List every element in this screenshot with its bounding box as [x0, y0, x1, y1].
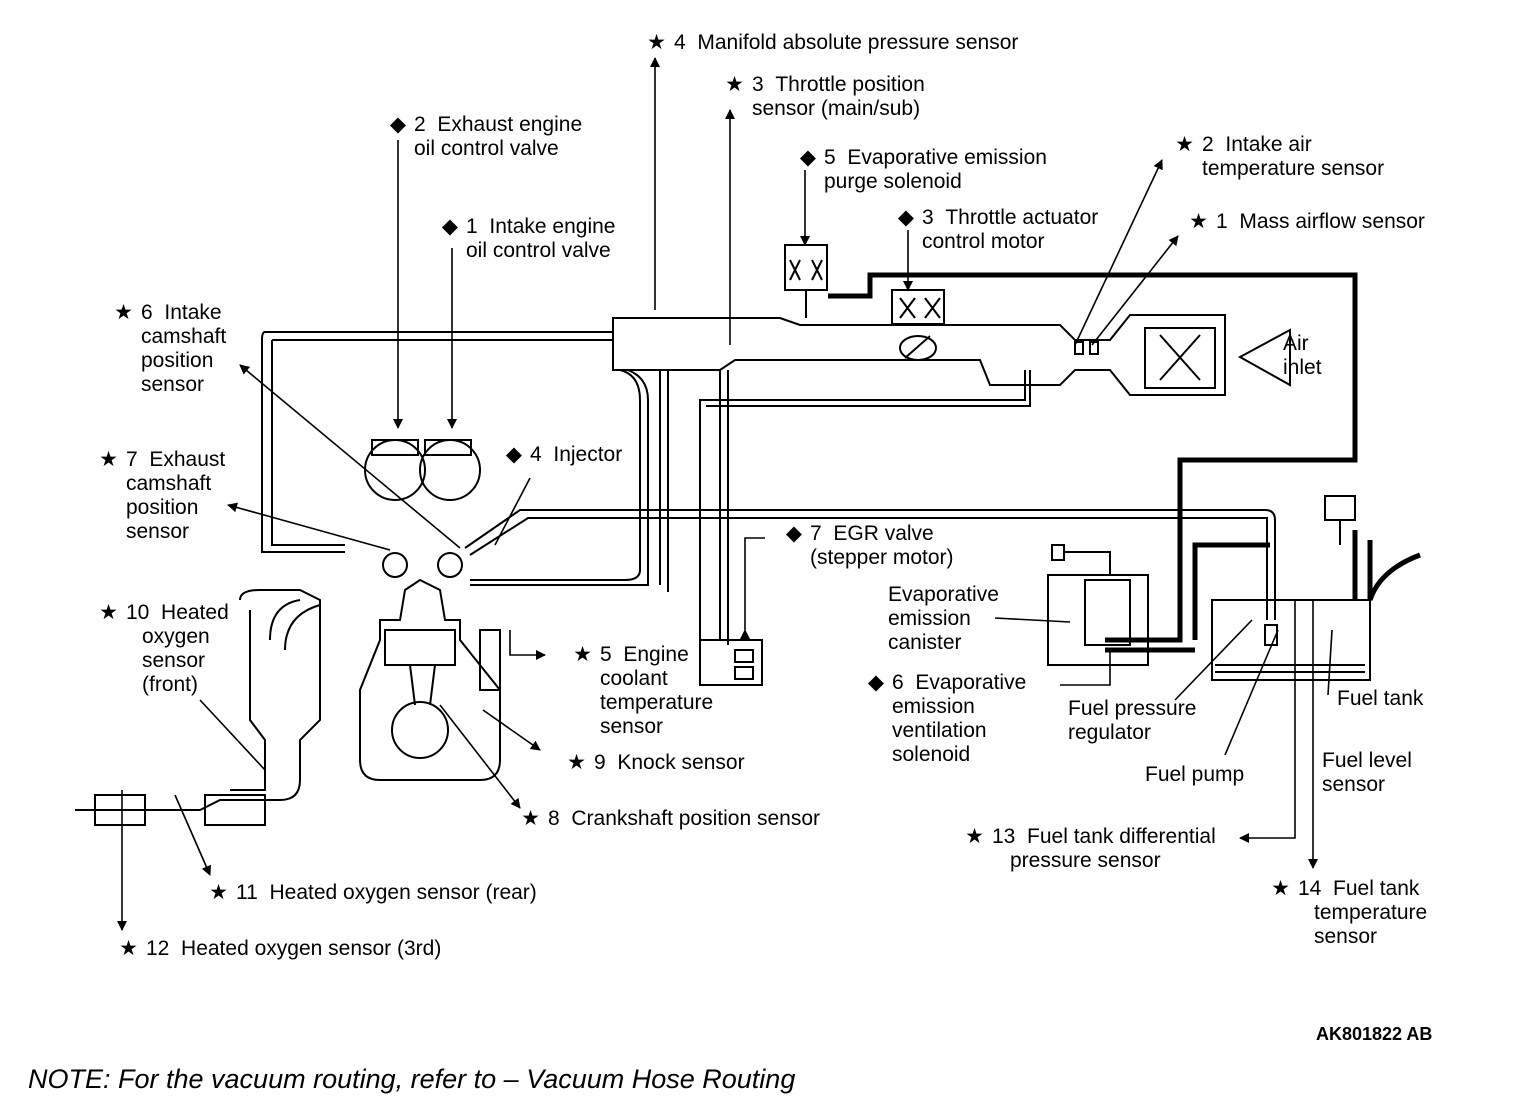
label-heated-oxygen-sensor-front: ★10 Heated oxygen sensor (front): [99, 601, 229, 696]
label-throttle-actuator-control-motor: ◆3 Throttle actuator control motor: [897, 206, 1099, 253]
canister: [1047, 544, 1149, 666]
label-fuel-tank: Fuel tank: [1337, 687, 1424, 710]
figure-code: AK801822 AB: [1316, 1024, 1433, 1044]
label-heated-oxygen-sensor-rear: ★11 Heated oxygen sensor (rear): [209, 881, 537, 904]
engine: [359, 439, 501, 781]
vacuum-routing-note: NOTE: For the vacuum routing, refer to –…: [28, 1064, 796, 1094]
label-fuel-tank-temperature-sensor: ★14 Fuel tank temperature sensor: [1271, 877, 1428, 948]
label-injector: ◆4 Injector: [505, 443, 623, 466]
label-air-inlet: Air inlet: [1283, 332, 1322, 379]
intake-manifold: [261, 314, 1226, 645]
egr-valve: [699, 639, 763, 686]
label-fuel-pressure-regulator: Fuel pressure regulator: [1068, 697, 1197, 744]
throttle-body: [891, 289, 945, 361]
label-engine-coolant-temperature-sensor: ★5 Engine coolant temperature sensor: [573, 643, 714, 738]
label-evaporative-emission-canister: Evaporative emission canister: [888, 583, 999, 654]
evap-hoses: [828, 272, 1421, 653]
label-fuel-level-sensor: Fuel level sensor: [1322, 749, 1412, 796]
label-fuel-tank-differential-pressure-sensor: ★13 Fuel tank differential pressure sens…: [965, 825, 1216, 872]
label-heated-oxygen-sensor-3rd: ★12 Heated oxygen sensor (3rd): [119, 937, 442, 960]
label-mass-airflow-sensor: ★1 Mass airflow sensor: [1189, 210, 1425, 233]
label-intake-camshaft-position-sensor: ★6 Intake camshaft position sensor: [114, 301, 227, 396]
label-crankshaft-position-sensor: ★8 Crankshaft position sensor: [521, 807, 820, 830]
label-throttle-position-sensor: ★3 Throttle position sensor (main/sub): [725, 73, 925, 120]
label-exhaust-oil-control-valve: ◆2 Exhaust engine oil control valve: [389, 113, 583, 160]
fuel-tank: [1211, 495, 1371, 681]
label-knock-sensor: ★9 Knock sensor: [567, 751, 745, 774]
leader-lines: [117, 57, 1333, 931]
label-num: 4: [674, 31, 686, 54]
label-intake-air-temperature-sensor: ★2 Intake air temperature sensor: [1175, 133, 1385, 180]
label-fuel-pump: Fuel pump: [1145, 763, 1245, 786]
label-purge-solenoid: ◆5 Evaporative emission purge solenoid: [799, 146, 1047, 193]
label-intake-oil-control-valve: ◆1 Intake engine oil control valve: [441, 215, 616, 262]
label-evaporative-emission-ventilation-solenoid: ◆6 Evaporative emission ventilation sole…: [867, 671, 1027, 766]
purge-solenoid: [784, 244, 828, 318]
label-egr-valve: ◆7 EGR valve (stepper motor): [785, 522, 954, 569]
air-cleaner: [1074, 327, 1291, 389]
label-exhaust-camshaft-position-sensor: ★7 Exhaust camshaft position sensor: [99, 448, 226, 543]
exhaust-system: [75, 589, 321, 826]
label-manifold-absolute-pressure-sensor: ★4 Manifold absolute pressure sensor: [647, 31, 1019, 54]
